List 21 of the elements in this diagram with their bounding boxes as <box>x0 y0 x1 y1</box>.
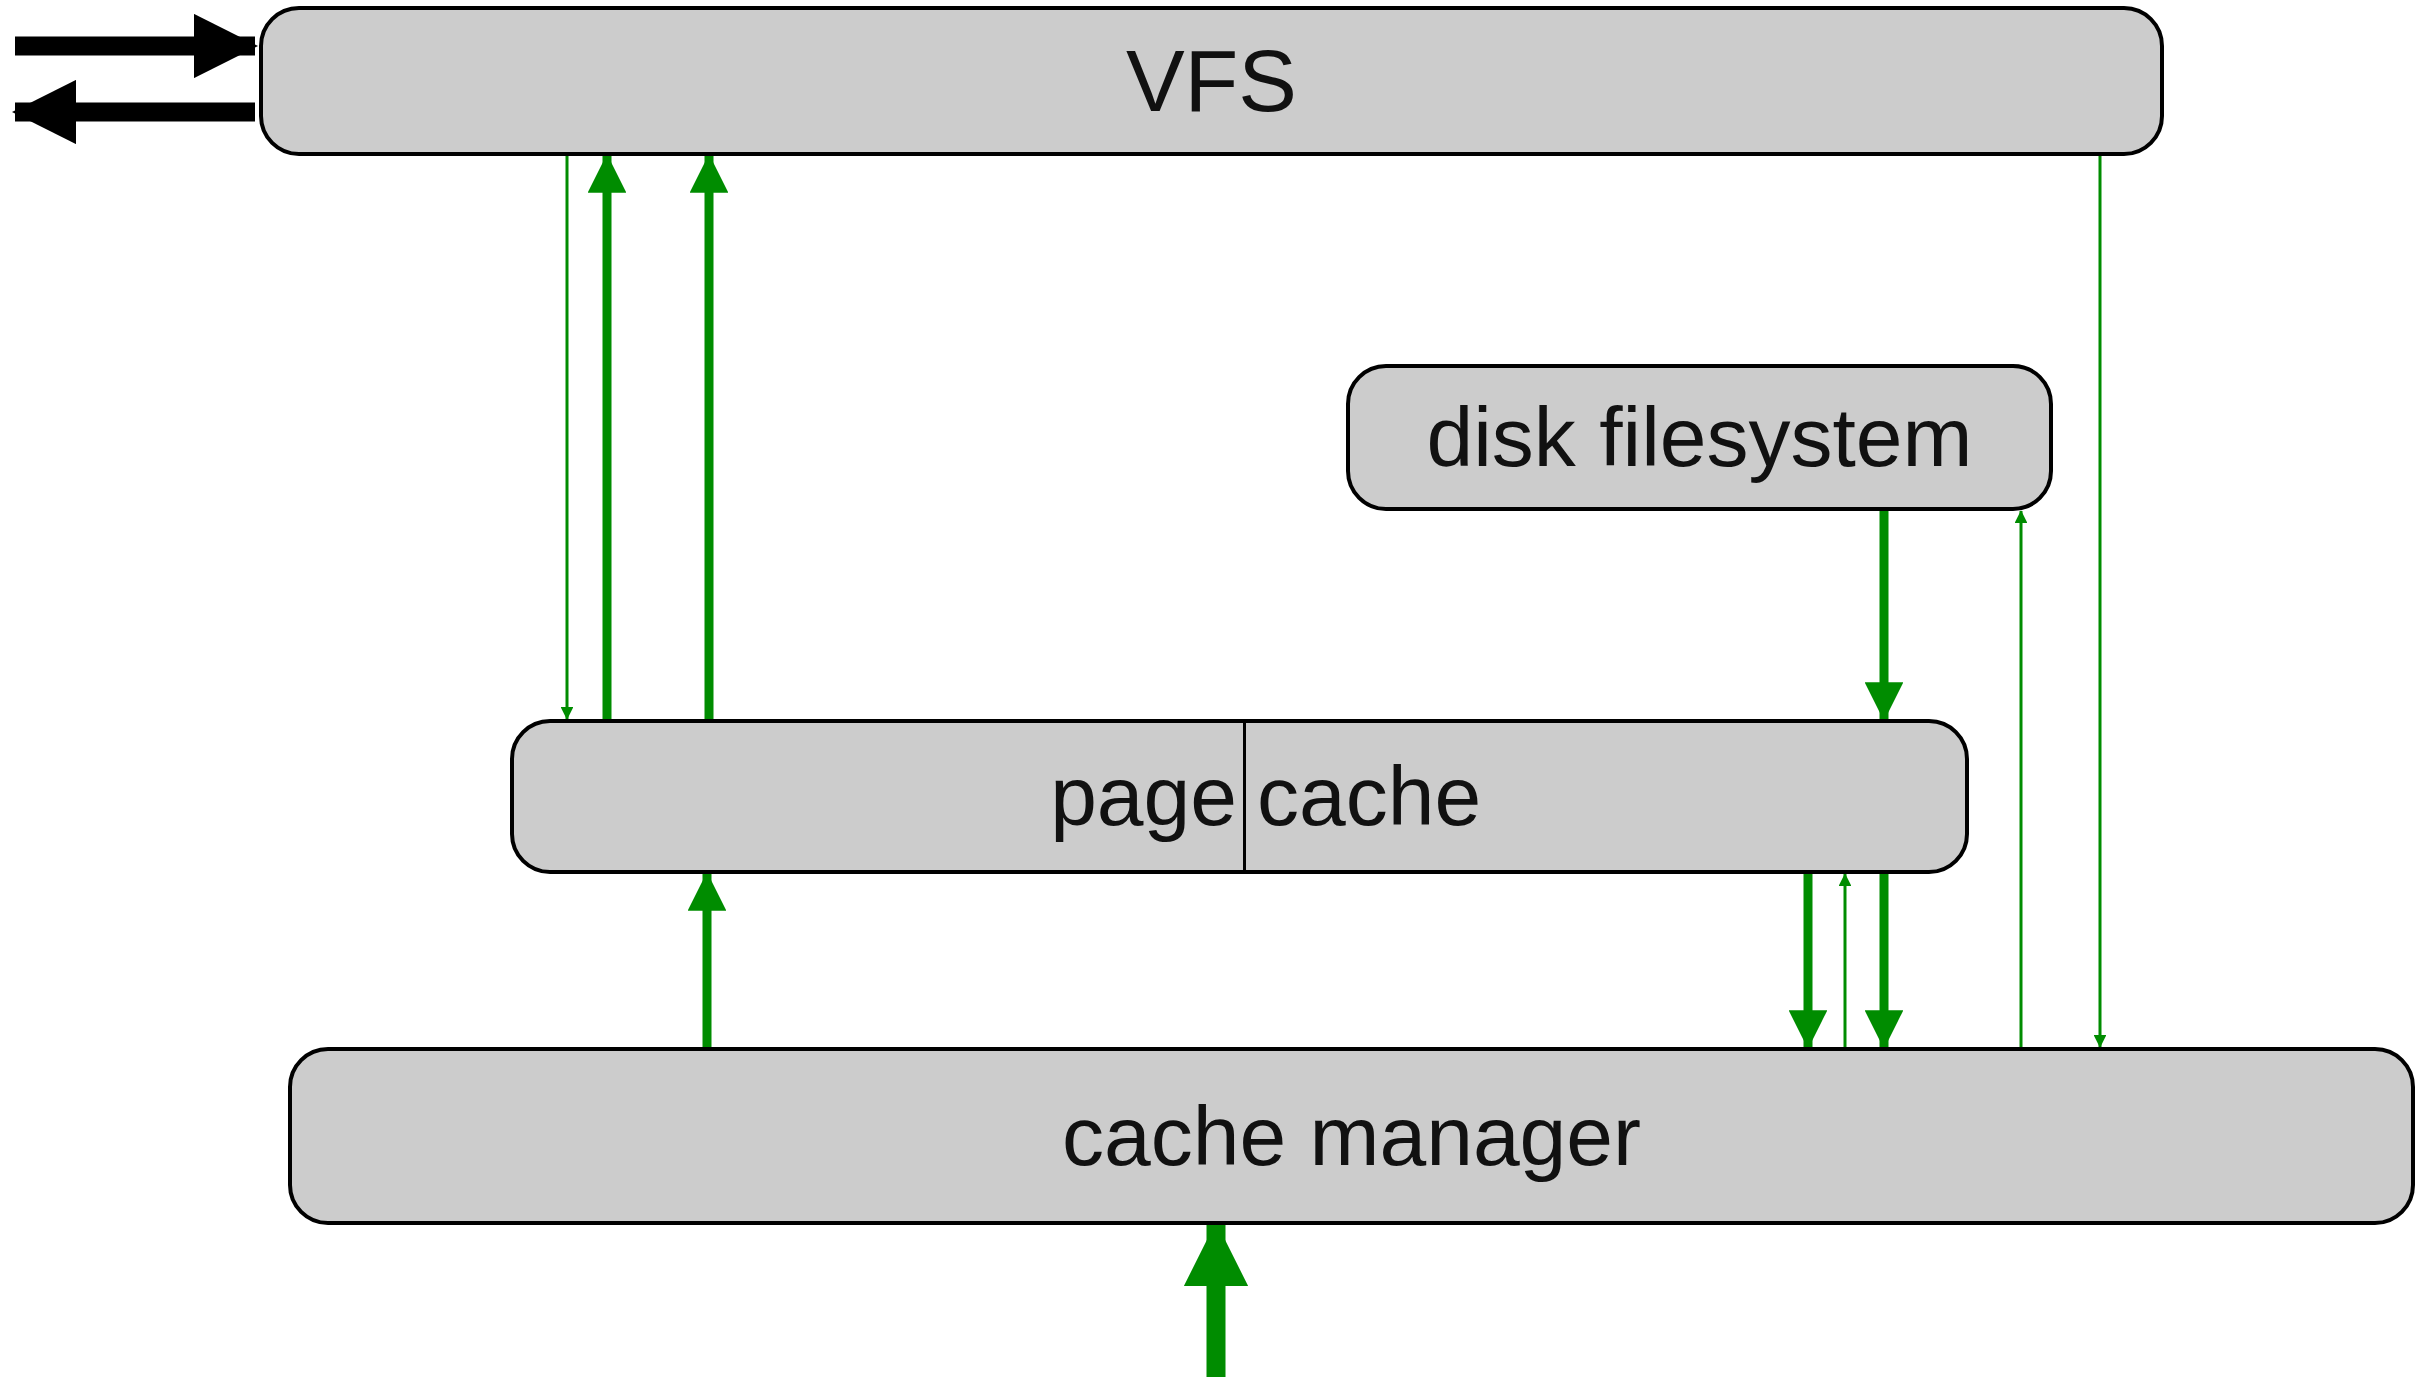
arrow <box>1838 873 1852 1047</box>
arrow <box>1864 511 1904 721</box>
arrow <box>587 154 627 719</box>
arrow <box>2014 510 2028 1047</box>
arrow <box>1864 874 1904 1049</box>
box-label: cache <box>1257 748 1482 845</box>
rounded-box <box>1346 364 2053 511</box>
box-label: page <box>1050 748 1237 845</box>
arrow <box>1788 874 1828 1049</box>
box-label: disk filesystem <box>1426 389 1973 486</box>
arrow <box>560 156 574 720</box>
arrow <box>11 79 255 145</box>
box-label: cache manager <box>1062 1087 1641 1185</box>
rounded-box <box>288 1047 2415 1225</box>
rounded-box <box>259 6 2164 156</box>
arrow <box>15 13 259 79</box>
box-label: VFS <box>1125 30 1298 132</box>
arrow <box>689 154 729 719</box>
arrow <box>2093 156 2107 1048</box>
rounded-box <box>510 719 1969 874</box>
arrow <box>687 872 727 1047</box>
